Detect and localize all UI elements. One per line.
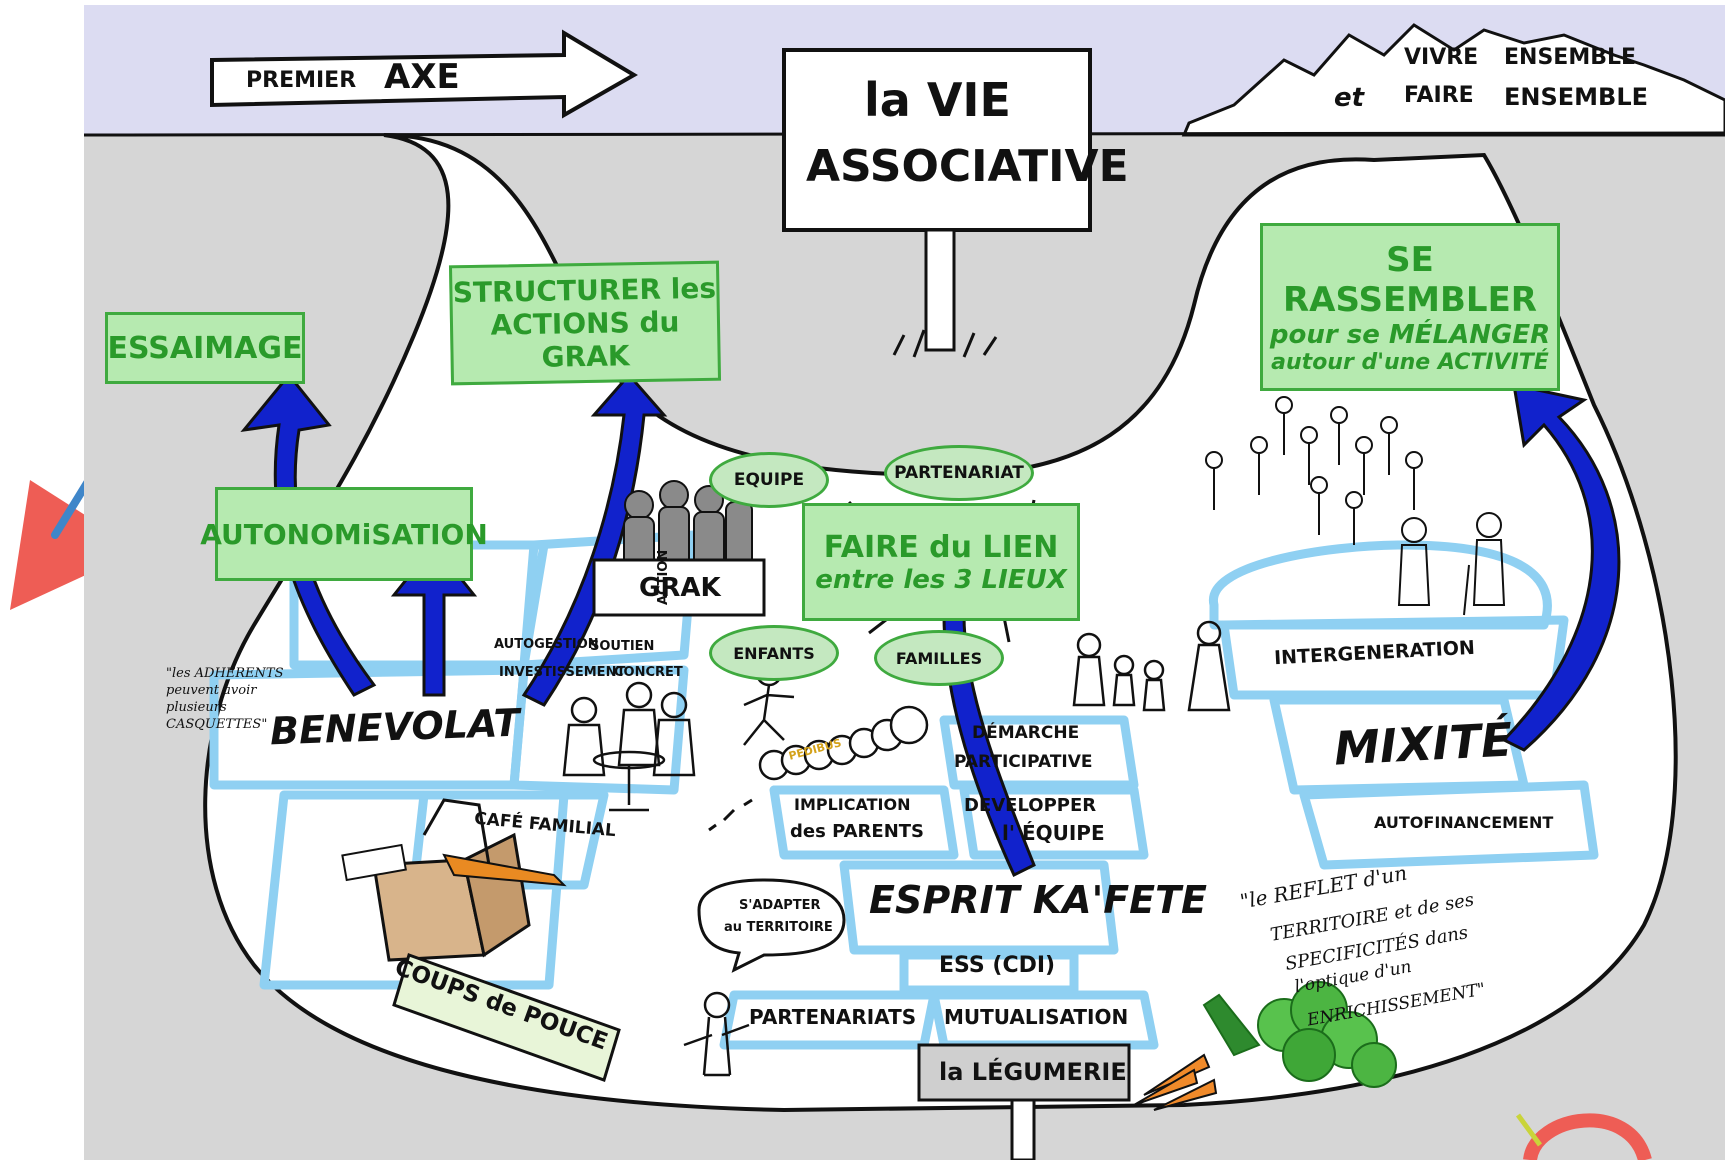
autonomisation-box: AUTONOMiSATION [200, 487, 488, 581]
esprit-kafete-label: ESPRIT KA'FETE [869, 878, 1208, 922]
familles-label: FAMILLES [895, 648, 983, 668]
partenariat-oval: PARTENARIAT [884, 445, 1034, 501]
axe-label: AXE [384, 57, 460, 97]
rassembler-line1: SE RASSEMBLER [1283, 239, 1537, 320]
familles-oval: FAMILLES [874, 630, 1004, 686]
speech-line1: S'ADAPTER [739, 898, 821, 913]
adherents-quote: "les ADHÉRENTS peuvent avoir plusieurs C… [166, 666, 284, 732]
ess-label: ESS (CDI) [939, 953, 1056, 978]
investissement-label: INVESTISSEMENT [499, 665, 626, 680]
partenariats-label: PARTENARIATS [749, 1005, 917, 1029]
mutualisation-label: MUTUALISATION [944, 1005, 1129, 1029]
vie-associative-diagram: PREMIER AXE la VIE ASSOCIATIVE VIVRE ENS… [84, 5, 1725, 1160]
premier-label: PREMIER [246, 68, 357, 93]
mountain-vivre: VIVRE [1404, 45, 1479, 70]
autofinancement-label: AUTOFINANCEMENT [1374, 813, 1554, 832]
concret-label: CONCRET [614, 665, 683, 680]
sign-title-line2: ASSOCIATIVE [806, 141, 1129, 192]
essaimage-label: ESSAIMAGE [107, 330, 303, 366]
implication-line1: IMPLICATION [794, 795, 911, 814]
mountain-ensemble2: ENSEMBLE [1504, 83, 1649, 111]
implication-line2: des PARENTS [790, 821, 925, 842]
mixite-label: MIXITÉ [1332, 712, 1514, 776]
grak-label: GRAK [639, 573, 721, 603]
mountain-ensemble1: ENSEMBLE [1504, 45, 1637, 70]
red-ring-icon [1515, 1113, 1652, 1160]
rassembler-line2: pour se MÉLANGER [1269, 319, 1551, 350]
structurer-line1: STRUCTURER les [452, 271, 717, 309]
enfants-oval: ENFANTS [709, 625, 839, 681]
rassembler-line3: autour d'une ACTIVITÉ [1271, 349, 1549, 375]
lien-line2: entre les 3 LIEUX [815, 564, 1067, 595]
soutien-label: SOUTIEN [590, 639, 655, 654]
mountain-et: et [1334, 83, 1365, 113]
enfants-label: ENFANTS [733, 643, 815, 663]
mountain-faire: FAIRE [1404, 83, 1474, 108]
demarche-line2: PARTICIPATIVE [954, 752, 1093, 772]
autogestion-label: AUTOGESTION [494, 637, 599, 652]
speech-line2: au TERRITOIRE [724, 920, 833, 935]
legumerie-label: la LÉGUMERIE [939, 1058, 1127, 1086]
action-label: ACTION [656, 549, 671, 605]
benevolat-label: BENEVOLAT [269, 700, 521, 754]
essaimage-box: ESSAIMAGE [105, 312, 305, 384]
autonomisation-label: AUTONOMiSATION [200, 517, 488, 551]
equipe-label: EQUIPE [733, 470, 805, 490]
developper-line2: l' ÉQUIPE [1002, 821, 1105, 845]
faire-du-lien-box: FAIRE du LIEN entre les 3 LIEUX [802, 503, 1080, 621]
structurer-line2: ACTIONS du GRAK [490, 304, 680, 374]
lien-line1: FAIRE du LIEN [823, 529, 1059, 565]
partenariat-label: PARTENARIAT [894, 463, 1024, 483]
equipe-oval: EQUIPE [709, 452, 829, 508]
rassembler-box: SE RASSEMBLER pour se MÉLANGER autour d'… [1260, 223, 1560, 391]
structurer-box: STRUCTURER les ACTIONS du GRAK [448, 260, 722, 386]
demarche-line1: DÉMARCHE [972, 723, 1080, 743]
developper-line1: DEVELOPPER [964, 795, 1097, 816]
sign-title-line1: la VIE [864, 73, 1011, 127]
